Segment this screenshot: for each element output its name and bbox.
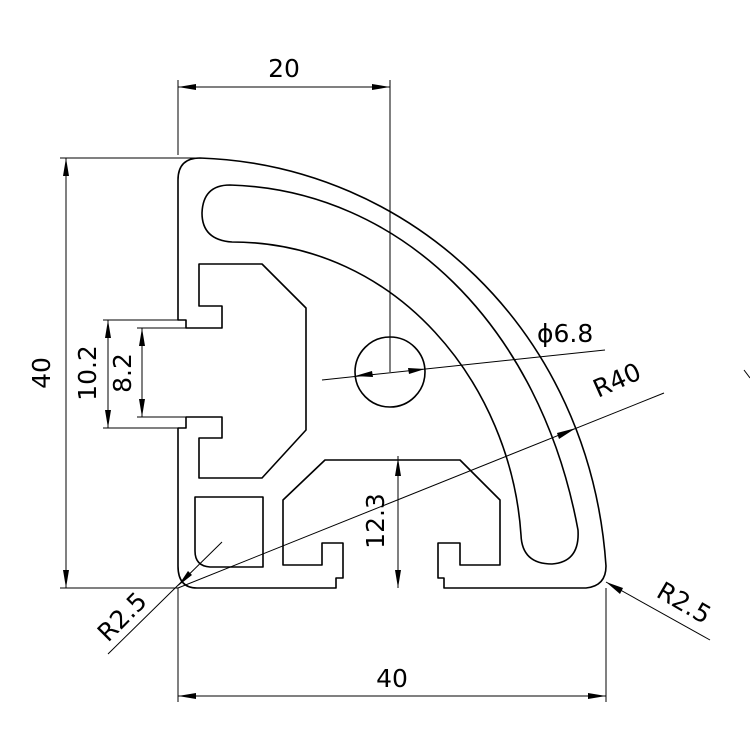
dimension-top-width: 20 [177,54,391,372]
edge-mark [743,369,750,379]
dimension-overall-height: 40 [27,157,200,589]
dimension-text-overall-width: 40 [376,664,408,693]
dimension-text-corner-radius-right: R2.5 [652,576,716,630]
dimension-text-overall-height: 40 [27,357,56,389]
dimension-text-bore-diameter: ϕ6.8 [537,319,593,348]
dimension-bore-diameter: ϕ6.8 [321,319,606,381]
dimension-corner-radius-right: R2.5 [605,576,716,641]
outer-contour [177,157,607,589]
dimension-overall-width: 40 [177,588,607,702]
arc-cavity [201,184,579,565]
dimension-text-slot-outer: 10.2 [73,345,102,401]
dimension-text-slot-depth: 12.3 [361,493,390,549]
dimension-text-slot-inner: 8.2 [108,353,137,393]
profile-geometry [177,157,607,589]
dimension-text-outer-radius: R40 [589,357,646,403]
dimension-corner-radius-left: R2.5 [92,541,223,655]
dimension-slot-depth: 12.3 [361,456,401,588]
dimension-text-corner-radius-left: R2.5 [92,586,153,647]
dimension-text-top-width: 20 [268,54,300,83]
corner-cavity [194,496,264,568]
dimension-slot-widths: 10.2 8.2 [73,319,186,429]
